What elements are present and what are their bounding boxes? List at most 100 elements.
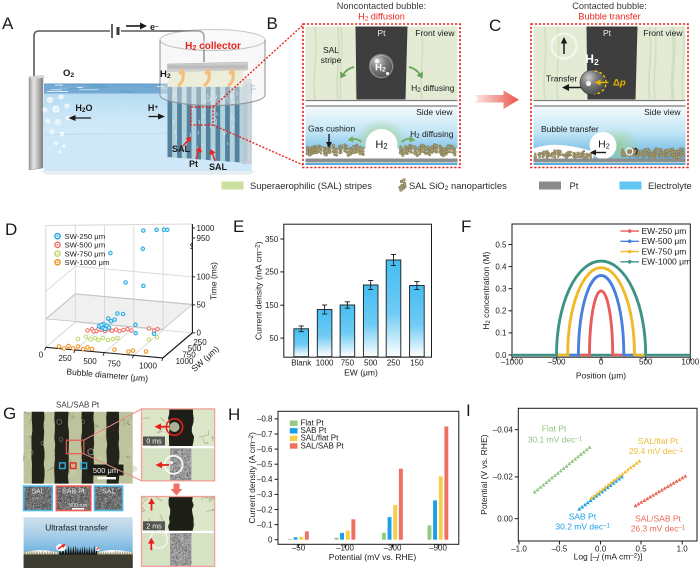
svg-text:26.3 mV dec–1: 26.3 mV dec–1 bbox=[631, 524, 686, 534]
svg-text:Pt: Pt bbox=[570, 180, 579, 191]
svg-text:B: B bbox=[267, 14, 278, 33]
svg-text:EW-1000 μm: EW-1000 μm bbox=[642, 257, 692, 267]
svg-text:500: 500 bbox=[639, 358, 653, 367]
svg-text:–0.8: –0.8 bbox=[257, 415, 273, 424]
svg-text:Electrolyte: Electrolyte bbox=[648, 180, 692, 191]
svg-text:0.5: 0.5 bbox=[635, 545, 647, 554]
svg-text:Flat Pt: Flat Pt bbox=[301, 419, 325, 428]
svg-text:Pt: Pt bbox=[377, 28, 386, 38]
svg-text:H+: H+ bbox=[148, 103, 159, 113]
svg-text:EW-750 μm: EW-750 μm bbox=[642, 246, 687, 256]
svg-text:H2 diffusing: H2 diffusing bbox=[410, 129, 454, 140]
svg-text:1000: 1000 bbox=[139, 362, 157, 371]
svg-text:Contacted bubble:: Contacted bubble: bbox=[572, 1, 647, 11]
svg-text:2 ms: 2 ms bbox=[146, 523, 162, 530]
svg-text:Ultrafast transfer: Ultrafast transfer bbox=[45, 523, 108, 533]
svg-text:SW-500 μm: SW-500 μm bbox=[65, 241, 106, 250]
svg-text:–0.4: –0.4 bbox=[257, 475, 273, 484]
svg-text:–100: –100 bbox=[336, 543, 354, 552]
svg-text:G: G bbox=[3, 404, 16, 423]
svg-text:500 nm: 500 nm bbox=[69, 503, 88, 509]
svg-text:EW (μm): EW (μm) bbox=[344, 368, 378, 378]
svg-text:Current density (A cm–2): Current density (A cm–2) bbox=[247, 432, 257, 524]
svg-text:1000: 1000 bbox=[316, 358, 334, 367]
svg-text:Δp: Δp bbox=[613, 78, 626, 89]
svg-text:–1.0: –1.0 bbox=[511, 545, 527, 554]
svg-text:I: I bbox=[466, 401, 471, 420]
svg-text:Gas cushion: Gas cushion bbox=[308, 124, 356, 134]
svg-text:Flat Pt: Flat Pt bbox=[542, 424, 567, 434]
svg-text:0: 0 bbox=[39, 351, 44, 360]
svg-text:Noncontacted bubble:: Noncontacted bubble: bbox=[337, 1, 426, 11]
svg-text:–50: –50 bbox=[292, 543, 306, 552]
svg-text:D: D bbox=[5, 220, 17, 239]
svg-text:SAL/flat Pt: SAL/flat Pt bbox=[638, 436, 679, 446]
svg-text:Time (ms): Time (ms) bbox=[209, 262, 219, 300]
svg-text:H2: H2 bbox=[375, 63, 386, 74]
svg-text:Front view: Front view bbox=[415, 28, 455, 38]
svg-text:Superaerophilic (SAL) stripes: Superaerophilic (SAL) stripes bbox=[250, 180, 372, 191]
svg-text:350: 350 bbox=[265, 235, 279, 244]
svg-text:950: 950 bbox=[197, 234, 211, 243]
svg-text:1.0: 1.0 bbox=[677, 545, 689, 554]
svg-text:250: 250 bbox=[58, 354, 72, 363]
svg-text:–0.02: –0.02 bbox=[493, 473, 514, 482]
svg-text:H2: H2 bbox=[585, 52, 599, 67]
svg-text:stripe: stripe bbox=[321, 55, 342, 65]
svg-text:SW-1000 μm: SW-1000 μm bbox=[65, 258, 110, 267]
svg-text:0: 0 bbox=[599, 358, 604, 367]
svg-text:250: 250 bbox=[387, 358, 401, 367]
svg-text:SAL SiO2 nanoparticles: SAL SiO2 nanoparticles bbox=[409, 180, 507, 192]
svg-text:–1000: –1000 bbox=[501, 358, 524, 367]
svg-text:SAL/SAB Pt: SAL/SAB Pt bbox=[56, 401, 100, 410]
svg-text:1000: 1000 bbox=[176, 357, 194, 366]
svg-text:Side view: Side view bbox=[416, 107, 453, 117]
svg-text:1000: 1000 bbox=[197, 224, 215, 233]
svg-text:SAL: SAL bbox=[209, 162, 228, 172]
svg-text:H2O: H2O bbox=[75, 103, 92, 114]
svg-text:SAL: SAL bbox=[102, 489, 115, 496]
svg-text:H: H bbox=[228, 405, 240, 424]
svg-text:0: 0 bbox=[268, 536, 273, 545]
svg-text:0.0: 0.0 bbox=[495, 351, 507, 360]
svg-text:SAB Pt: SAB Pt bbox=[301, 426, 328, 435]
svg-text:750: 750 bbox=[107, 360, 121, 369]
svg-text:H2 concentration (M): H2 concentration (M) bbox=[481, 252, 492, 330]
svg-text:H2: H2 bbox=[160, 69, 171, 80]
svg-text:e–: e– bbox=[150, 22, 159, 32]
svg-text:0.5: 0.5 bbox=[495, 240, 507, 249]
svg-text:150: 150 bbox=[265, 301, 279, 310]
svg-text:E: E bbox=[233, 217, 244, 236]
svg-text:F: F bbox=[461, 217, 471, 236]
svg-text:Bubble transfer: Bubble transfer bbox=[541, 124, 599, 134]
svg-text:EW-250 μm: EW-250 μm bbox=[642, 226, 687, 236]
svg-text:SW-250 μm: SW-250 μm bbox=[65, 232, 106, 241]
svg-text:0.0: 0.0 bbox=[595, 545, 607, 554]
svg-text:H2: H2 bbox=[598, 139, 610, 151]
svg-text:C: C bbox=[489, 16, 501, 35]
svg-text:150: 150 bbox=[410, 358, 424, 367]
svg-text:–0.2: –0.2 bbox=[257, 505, 273, 514]
svg-text:H2 diffusion: H2 diffusion bbox=[358, 12, 405, 23]
svg-text:0 ms: 0 ms bbox=[146, 439, 162, 446]
svg-text:0.4: 0.4 bbox=[495, 262, 507, 271]
svg-text:–0.04: –0.04 bbox=[493, 425, 514, 434]
svg-text:0.2: 0.2 bbox=[495, 307, 507, 316]
svg-text:–0.5: –0.5 bbox=[257, 460, 273, 469]
svg-text:Position (μm): Position (μm) bbox=[576, 371, 626, 381]
svg-text:SAL/SAB Pt: SAL/SAB Pt bbox=[301, 441, 345, 450]
svg-text:0.3: 0.3 bbox=[495, 285, 507, 294]
svg-text:Log [–j (mA cm–2)]: Log [–j (mA cm–2)] bbox=[574, 552, 643, 562]
svg-text:SAB Pt: SAB Pt bbox=[62, 489, 85, 496]
svg-text:1000: 1000 bbox=[681, 358, 699, 367]
svg-text:EW-500 μm: EW-500 μm bbox=[642, 236, 687, 246]
svg-text:Front view: Front view bbox=[643, 28, 683, 38]
svg-text:250: 250 bbox=[265, 268, 279, 277]
svg-text:Blank: Blank bbox=[291, 358, 312, 367]
svg-text:A: A bbox=[2, 14, 14, 33]
svg-text:H2 collector: H2 collector bbox=[185, 41, 241, 52]
svg-text:SAL/flat Pt: SAL/flat Pt bbox=[301, 434, 340, 443]
svg-text:–0.6: –0.6 bbox=[257, 445, 273, 454]
svg-text:Transfer: Transfer bbox=[546, 74, 578, 84]
svg-text:–500: –500 bbox=[429, 543, 447, 552]
